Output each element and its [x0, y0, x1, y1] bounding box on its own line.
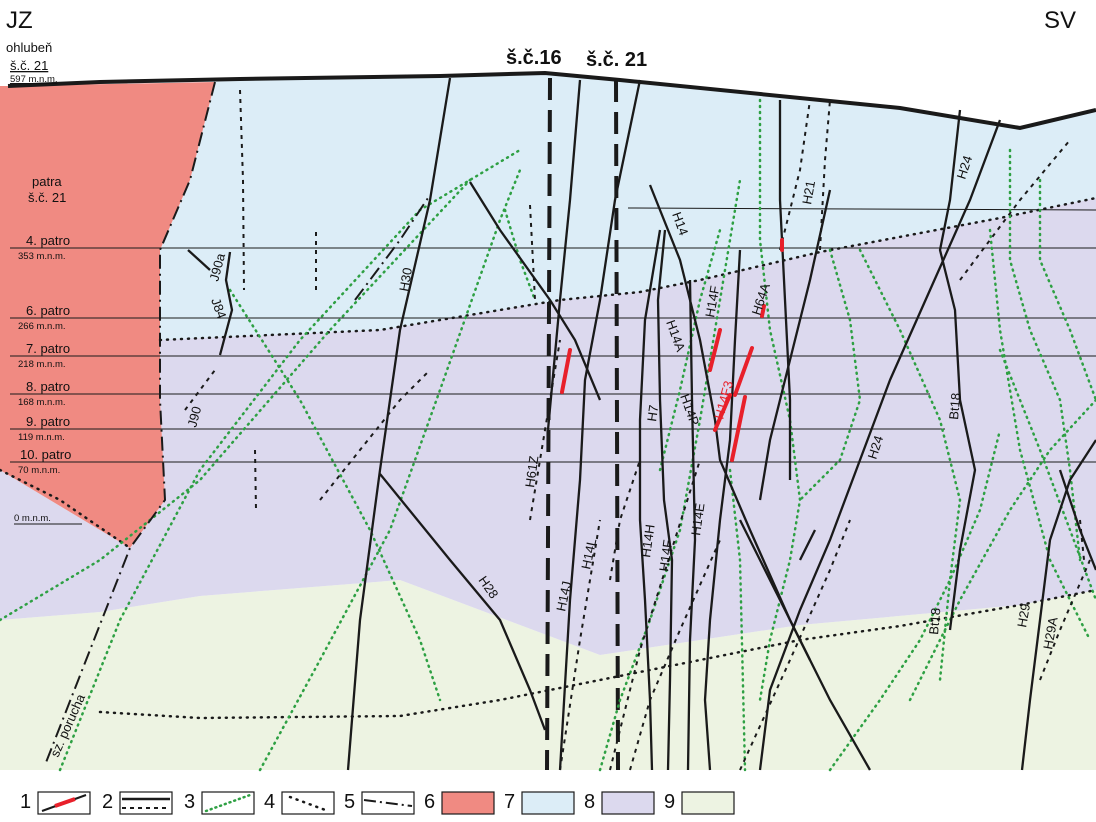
- fault-label-bt18-lower: Bt18: [926, 607, 943, 635]
- legend-number-7: 7: [504, 791, 515, 813]
- level-6-alt: 266 m.n.m.: [18, 321, 66, 332]
- boundary-7-8: [158, 196, 1096, 342]
- fault-label-h29: H29: [1014, 602, 1033, 628]
- dashed-faults: [184, 89, 1091, 771]
- fault-label-h21: H21: [799, 179, 818, 205]
- legend-swatch-9: [681, 791, 735, 815]
- fault-label-h24-top: H24: [954, 154, 976, 181]
- shaft-16: [545, 77, 552, 771]
- legend-number-2: 2: [102, 791, 113, 813]
- fault-label-h30: H30: [396, 266, 415, 292]
- level-8-alt: 168 m.n.m.: [18, 397, 66, 408]
- legend-number-9: 9: [664, 791, 675, 813]
- legend-swatch-4: [281, 791, 335, 815]
- fault-label-j84: J84: [208, 296, 229, 321]
- fault-label-h14f-lower: H14F: [656, 539, 675, 573]
- fault-label-j90: J90: [184, 405, 204, 429]
- legend: 1 2 3 4 5 6 7 8 9: [20, 791, 735, 815]
- fault-label-h14h: H14H: [638, 523, 657, 558]
- level-7-name: 7. patro: [26, 341, 70, 356]
- legend-black-dotted: [288, 795, 330, 813]
- level-line-4-upper: [627, 207, 1096, 211]
- level-4-alt: 353 m.n.m.: [18, 251, 66, 262]
- fault-label-h24-mid: H24: [865, 434, 887, 461]
- corner-left-label: JZ: [6, 7, 33, 34]
- fault-label-h14j: H14J: [553, 580, 574, 613]
- legend-number-1: 1: [20, 791, 31, 813]
- legend-swatch-2: [119, 791, 173, 815]
- fault-label-h14l: H14L: [578, 537, 599, 571]
- legend-green-dotted: [204, 793, 252, 813]
- fault-label-h7: H7: [644, 404, 661, 423]
- boundary-8-9: [98, 588, 1096, 720]
- fault-label-h14f-upper: H14F: [702, 285, 722, 319]
- level-8-name: 8. patro: [26, 379, 70, 394]
- fault-label-h29a: H29A: [1040, 616, 1060, 651]
- legend-swatch-7: [521, 791, 575, 815]
- dash-dot-faults: [44, 81, 431, 766]
- solid-faults: [187, 77, 1096, 771]
- level-10-name: 10. patro: [20, 447, 71, 462]
- level-9-name: 9. patro: [26, 414, 70, 429]
- shaft-header-line1: ohlubeň: [6, 40, 52, 55]
- sea-level-label: 0 m.n.m.: [14, 513, 51, 524]
- legend-number-3: 3: [184, 791, 195, 813]
- level-6-name: 6. patro: [26, 303, 70, 318]
- legend-dash-dot: [363, 799, 413, 807]
- corner-right-label: SV: [1044, 7, 1076, 34]
- legend-number-5: 5: [344, 791, 355, 813]
- shaft-header-line2: š.č. 21: [10, 58, 48, 73]
- fault-label-j90a: J90a: [206, 251, 228, 283]
- green-veins: [0, 98, 1096, 772]
- legend-ore-line-red: [54, 797, 76, 808]
- legend-number-6: 6: [424, 791, 435, 813]
- legend-swatch-6: [441, 791, 495, 815]
- fault-label-h14e: H14E: [688, 502, 707, 537]
- ore-veins: [560, 238, 784, 462]
- level-7-alt: 218 m.n.m.: [18, 359, 66, 370]
- legend-number-8: 8: [584, 791, 595, 813]
- level-9-alt: 119 m.n.m.: [18, 432, 65, 443]
- unit-7-zone: [8, 73, 1096, 340]
- level-4-name: 4. patro: [26, 233, 70, 248]
- boundary-6-dotted: [0, 468, 132, 550]
- legend-swatch-8: [601, 791, 655, 815]
- legend-swatch-3: [201, 791, 255, 815]
- levels-title-line1: patra: [32, 174, 62, 189]
- fault-label-h61z: H61Z: [522, 455, 541, 489]
- fault-label-bt18-upper: Bt18: [946, 392, 963, 420]
- levels-title-line2: š.č. 21: [28, 190, 66, 205]
- legend-number-4: 4: [264, 791, 275, 813]
- shaft-label-21: š.č. 21: [586, 49, 647, 71]
- level-10-alt: 70 m.n.m.: [18, 465, 60, 476]
- shaft-label-16: š.č.16: [506, 47, 562, 69]
- shaft-header-line3: 597 m.n.m.: [10, 74, 58, 85]
